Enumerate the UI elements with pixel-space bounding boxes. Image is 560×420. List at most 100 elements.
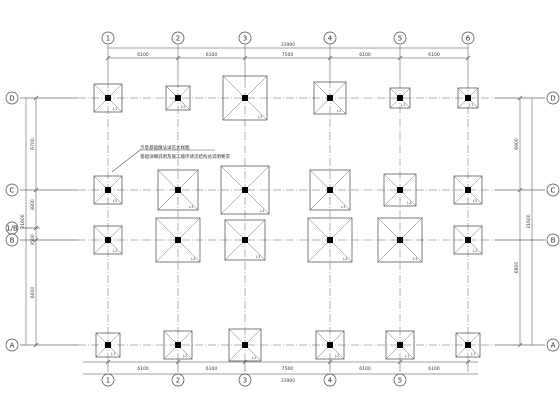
footing-outline xyxy=(165,85,191,111)
footing-outline xyxy=(309,169,351,211)
footing-outline xyxy=(155,217,201,263)
bubble-label: 4 xyxy=(328,377,333,385)
bubble-circle xyxy=(101,31,115,45)
bubble-label: 1 xyxy=(106,377,110,385)
footing-label: J-1 xyxy=(110,352,115,356)
dim-text-top: 6100 xyxy=(137,52,149,58)
dim-text-top: 7500 xyxy=(282,52,294,58)
footing-outline xyxy=(457,87,479,109)
footing-B-6: J-2 xyxy=(453,225,483,255)
footing-outline xyxy=(453,175,483,205)
footing-D-3: J-3 xyxy=(222,75,268,121)
footing-label: J-2 xyxy=(334,354,339,358)
grid-bubble-left-C: C xyxy=(5,183,19,197)
footing-label: J-1 xyxy=(112,107,117,111)
grid-bubble-left-B: B xyxy=(5,233,19,247)
column-square xyxy=(397,187,403,193)
column-square xyxy=(327,187,333,193)
dim-text-top: 6100 xyxy=(359,52,371,58)
dim-text-top: 6100 xyxy=(206,52,218,58)
footing-label: J-1 xyxy=(400,103,405,107)
footing-label: J-2 xyxy=(182,354,187,358)
bubble-label: 3 xyxy=(243,377,247,385)
footing-label: J-2 xyxy=(336,109,341,113)
bubble-circle xyxy=(393,373,407,387)
bubble-circle xyxy=(393,31,407,45)
footing-A-6: J-1 xyxy=(455,332,481,358)
bubble-label: D xyxy=(550,95,555,103)
bubble-circle xyxy=(101,373,115,387)
grid-bubble-left-1B: 1/B xyxy=(5,221,19,235)
footing-D-6: J-1 xyxy=(457,87,479,109)
footing-label: J-2 xyxy=(112,199,117,203)
footing-label: J-3 xyxy=(412,257,417,261)
bubble-label: C xyxy=(10,187,15,195)
footing-C-3: J-4 xyxy=(220,165,270,215)
footing-outline xyxy=(222,75,268,121)
dim-text-left: 3800 xyxy=(30,199,36,211)
column-square xyxy=(465,95,471,101)
footing-C-2: J-3 xyxy=(157,169,199,211)
grid-bubble-bottom-3: 3 xyxy=(238,373,252,387)
dim-text-bottom: 6100 xyxy=(428,366,440,372)
footing-C-6: J-2 xyxy=(453,175,483,205)
column-square xyxy=(242,95,248,101)
footing-label: J-2 xyxy=(180,105,185,109)
footing-label: J-3 xyxy=(188,205,193,209)
dim-text-right-total: 21600 xyxy=(526,214,532,228)
grid-bubble-top-4: 4 xyxy=(323,31,337,45)
dim-text-right: 6900 xyxy=(514,138,520,150)
footing-B-1: J-2 xyxy=(93,225,123,255)
grid-bubble-right-C: C xyxy=(546,183,560,197)
column-square xyxy=(175,237,181,243)
annotation-line-2: 基础详细说明及施工顺序请见结构总说明要求 xyxy=(140,153,230,160)
bubble-circle xyxy=(5,183,19,197)
footing-label: J-3 xyxy=(340,205,345,209)
bubble-circle xyxy=(238,31,252,45)
column-square xyxy=(397,95,403,101)
bubble-label: 2 xyxy=(176,35,180,43)
footing-D-5: J-1 xyxy=(389,87,411,109)
dim-text-bottom: 6100 xyxy=(206,366,218,372)
bubble-circle xyxy=(323,31,337,45)
dim-text-top-total: 31900 xyxy=(281,42,295,48)
grid-bubble-right-D: D xyxy=(546,91,560,105)
bubble-circle xyxy=(5,91,19,105)
column-square xyxy=(105,342,111,348)
footing-outline xyxy=(157,169,199,211)
bubble-label: C xyxy=(551,187,556,195)
footing-C-4: J-3 xyxy=(309,169,351,211)
grid-bubble-right-A: A xyxy=(546,338,560,352)
dim-text-bottom-total: 31900 xyxy=(281,378,295,384)
footing-outline xyxy=(163,330,193,360)
footing-label: J-2 xyxy=(251,356,256,360)
footing-label: J-2 xyxy=(112,249,117,253)
bubble-label: B xyxy=(551,237,556,245)
dim-text-bottom: 6100 xyxy=(359,366,371,372)
footing-B-4: J-4 xyxy=(307,217,353,263)
footing-outline xyxy=(313,81,347,115)
bubble-label: 3 xyxy=(243,35,247,43)
column-square xyxy=(105,187,111,193)
footing-label: J-1 xyxy=(404,354,409,358)
grid-axes xyxy=(20,45,545,372)
column-square xyxy=(397,237,403,243)
footing-label: J-4 xyxy=(342,257,348,261)
footing-D-1: J-1 xyxy=(93,83,123,113)
footing-label: J-2 xyxy=(472,199,477,203)
footing-outline xyxy=(315,330,345,360)
grid-bubble-top-3: 3 xyxy=(238,31,252,45)
bubble-label: 5 xyxy=(398,35,402,43)
grid-bubble-top-1: 1 xyxy=(101,31,115,45)
footing-outline xyxy=(93,225,123,255)
grid-bubble-bottom-2: 2 xyxy=(171,373,185,387)
bubble-label: 1 xyxy=(106,35,110,43)
footing-D-2: J-2 xyxy=(165,85,191,111)
footing-outline xyxy=(224,219,266,261)
bubble-label: 2 xyxy=(176,377,180,385)
column-square xyxy=(465,187,471,193)
footing-label: J-1 xyxy=(468,103,473,107)
bubble-label: B xyxy=(10,237,15,245)
footing-A-2: J-2 xyxy=(163,330,193,360)
